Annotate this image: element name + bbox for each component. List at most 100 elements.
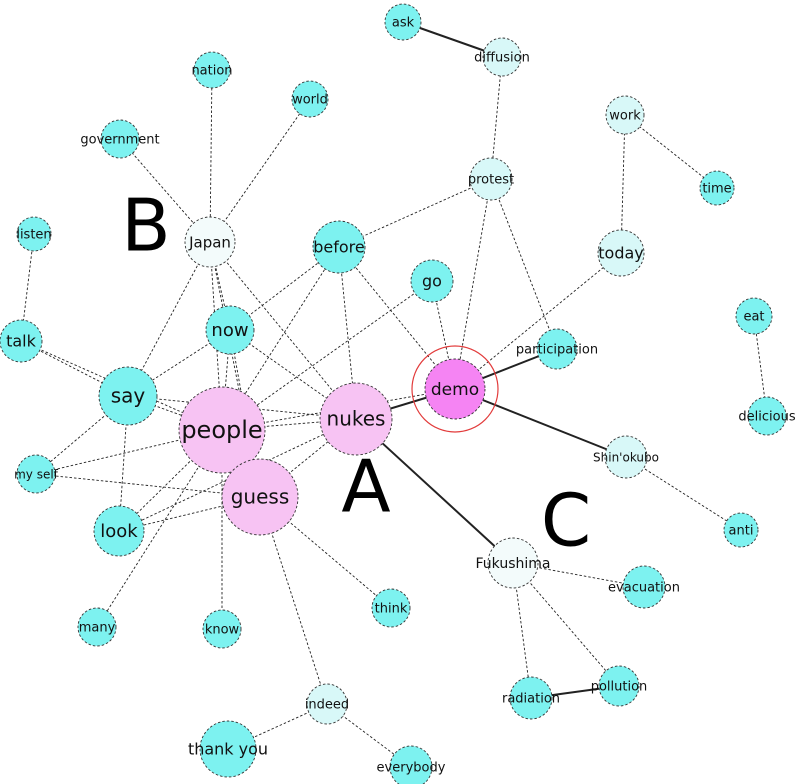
- node-evacuation[interactable]: evacuation: [608, 565, 680, 609]
- edge-world-japan: [209, 98, 311, 243]
- node-circle: [735, 297, 773, 335]
- node-indeed[interactable]: indeed: [305, 683, 349, 725]
- node-time[interactable]: time: [699, 170, 735, 206]
- nodes-layer: ask diffusion nation world government work tim…: [0, 3, 796, 784]
- node-fukushima[interactable]: Fukushima: [476, 537, 551, 589]
- node-before[interactable]: before: [312, 220, 366, 274]
- node-circle: [319, 382, 393, 456]
- edge-protest-participation: [490, 178, 558, 350]
- annotation-b: B: [121, 184, 170, 268]
- node-circle: [469, 157, 513, 201]
- node-circle: [723, 512, 759, 548]
- node-label: now: [211, 320, 248, 341]
- node-circle: [184, 216, 236, 268]
- edge-protest-before: [338, 178, 492, 248]
- node-participation[interactable]: participation: [516, 328, 598, 370]
- node-label: my self: [14, 468, 59, 482]
- node-demo[interactable]: demo: [424, 358, 486, 420]
- node-circle: [509, 676, 553, 720]
- node-guess[interactable]: guess: [221, 458, 299, 536]
- node-circle: [291, 80, 329, 118]
- node-label: work: [609, 109, 641, 124]
- edge-fukushima-pollution: [512, 562, 620, 687]
- annotation-layer: A B C: [121, 184, 591, 563]
- node-label: Shin'okubo: [593, 451, 659, 465]
- node-work[interactable]: work: [605, 95, 645, 135]
- node-nation[interactable]: nation: [191, 51, 233, 89]
- edge-now-people: [221, 329, 231, 431]
- node-circle: [384, 3, 422, 41]
- node-know[interactable]: know: [202, 609, 242, 649]
- node-label: participation: [516, 343, 598, 358]
- node-circle: [77, 607, 117, 647]
- node-ask[interactable]: ask: [384, 3, 422, 41]
- highlight-ring-layer: [411, 345, 499, 433]
- node-talk[interactable]: talk: [0, 319, 43, 363]
- node-pollution[interactable]: pollution: [591, 665, 648, 707]
- node-label: today: [598, 244, 644, 263]
- node-label: time: [702, 182, 731, 197]
- node-label: know: [205, 623, 240, 638]
- node-circle: [306, 683, 348, 725]
- node-eat[interactable]: eat: [735, 297, 773, 335]
- node-protest[interactable]: protest: [468, 157, 514, 201]
- edge-protest-demo: [454, 178, 492, 390]
- edge-work-time: [624, 114, 718, 189]
- node-circle: [424, 358, 486, 420]
- node-label: delicious: [738, 410, 795, 425]
- edge-shinokubo-anti: [625, 456, 742, 531]
- node-circle: [482, 37, 522, 77]
- node-circle: [193, 51, 231, 89]
- node-today[interactable]: today: [597, 229, 645, 277]
- node-label: evacuation: [608, 581, 680, 596]
- node-label: everybody: [377, 761, 446, 776]
- node-label: pollution: [591, 680, 648, 695]
- node-circle: [221, 458, 299, 536]
- node-label: nukes: [327, 407, 386, 431]
- node-label: talk: [6, 332, 37, 351]
- node-delicious[interactable]: delicious: [738, 396, 796, 436]
- edge-eat-delicious: [753, 315, 768, 417]
- node-go[interactable]: go: [410, 259, 454, 303]
- node-circle: [487, 537, 539, 589]
- node-look[interactable]: look: [93, 505, 145, 557]
- node-label: protest: [468, 173, 514, 188]
- node-diffusion[interactable]: diffusion: [474, 37, 530, 77]
- node-world[interactable]: world: [291, 80, 329, 118]
- node-label: world: [292, 93, 328, 108]
- node-label: listen: [16, 228, 51, 243]
- node-label: government: [80, 133, 159, 148]
- node-say[interactable]: say: [98, 366, 158, 426]
- node-label: think: [375, 602, 408, 617]
- node-circle: [0, 319, 43, 363]
- node-many[interactable]: many: [77, 607, 117, 647]
- node-japan[interactable]: Japan: [184, 216, 236, 268]
- node-circle: [98, 366, 158, 426]
- node-circle: [312, 220, 366, 274]
- node-label: ask: [392, 16, 415, 31]
- node-circle: [389, 745, 433, 784]
- node-myself[interactable]: my self: [14, 454, 59, 494]
- node-think[interactable]: think: [371, 588, 411, 628]
- node-shinokubo[interactable]: Shin'okubo: [593, 435, 659, 479]
- node-people[interactable]: people: [178, 386, 266, 474]
- node-label: demo: [431, 380, 479, 400]
- node-circle: [16, 454, 56, 494]
- node-label: Fukushima: [476, 556, 551, 572]
- node-radiation[interactable]: radiation: [502, 676, 560, 720]
- node-listen[interactable]: listen: [16, 216, 52, 252]
- node-label: diffusion: [474, 51, 530, 66]
- node-circle: [598, 665, 640, 707]
- annotation-a: A: [341, 445, 390, 529]
- edge-today-demo: [454, 252, 622, 390]
- node-anti[interactable]: anti: [723, 512, 759, 548]
- node-government[interactable]: government: [80, 119, 160, 159]
- node-nukes[interactable]: nukes: [319, 382, 393, 456]
- node-label: anti: [729, 524, 754, 539]
- node-thankyou[interactable]: thank you: [188, 720, 268, 778]
- node-everybody[interactable]: everybody: [377, 745, 446, 784]
- node-circle: [622, 565, 666, 609]
- edge-now-nukes: [229, 329, 357, 420]
- node-now[interactable]: now: [205, 305, 255, 355]
- node-circle: [178, 386, 266, 474]
